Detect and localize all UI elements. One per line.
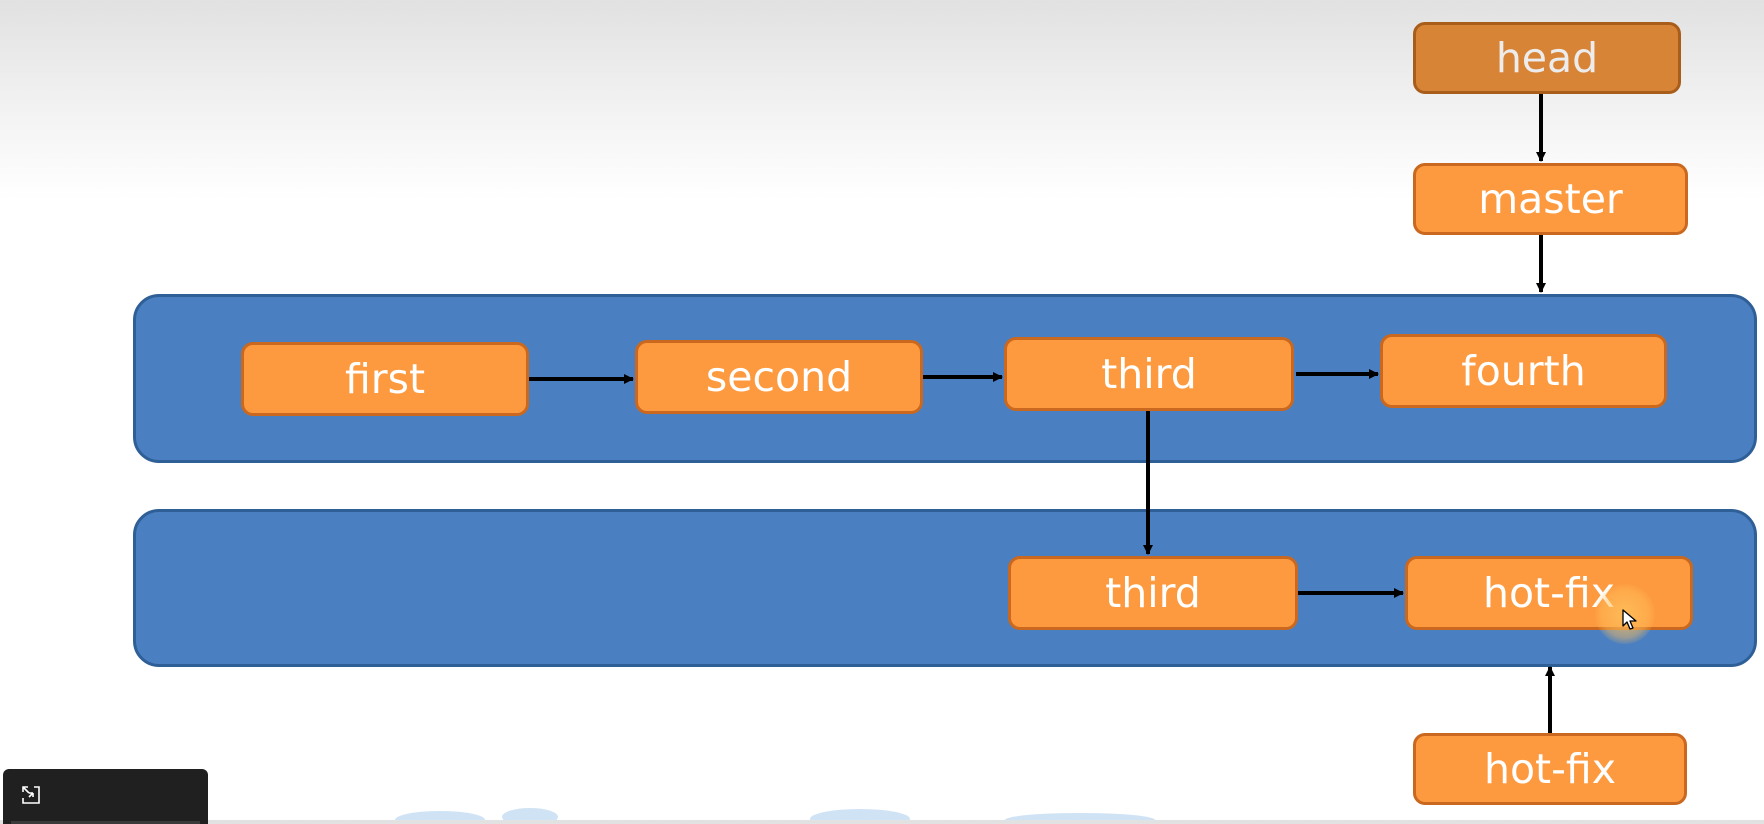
commit-third[interactable]: third xyxy=(1004,337,1294,411)
master-branch-pointer[interactable]: master xyxy=(1413,163,1688,235)
commit-first[interactable]: first xyxy=(241,342,529,416)
commit-fourth[interactable]: fourth xyxy=(1380,334,1667,408)
mini-player-bar[interactable] xyxy=(3,769,208,824)
head-pointer[interactable]: head xyxy=(1413,22,1681,94)
expand-icon[interactable] xyxy=(21,785,41,805)
mouse-pointer-icon xyxy=(1622,609,1637,630)
branch-commit-third[interactable]: third xyxy=(1008,556,1298,630)
commit-second[interactable]: second xyxy=(635,340,923,414)
hotfix-branch-pointer[interactable]: hot-fix xyxy=(1413,733,1687,805)
decorative-shapes xyxy=(395,808,1155,820)
